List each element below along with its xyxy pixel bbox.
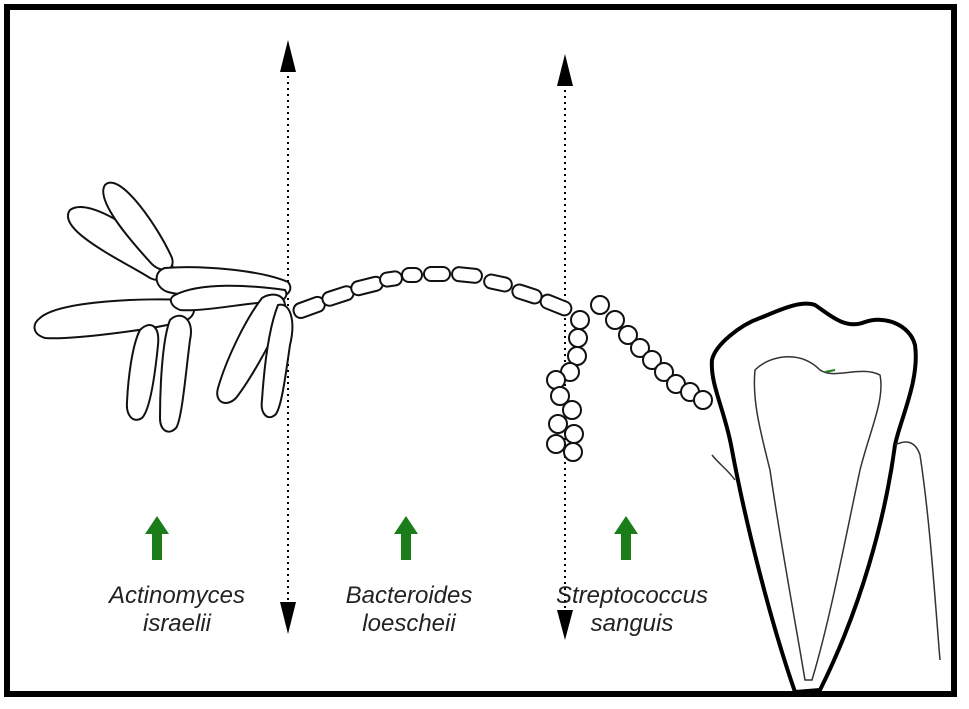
tooth-illustration (712, 304, 940, 692)
label-line1: Actinomyces (77, 582, 277, 610)
label-bacteroides: Bacteroides loescheii (309, 582, 509, 638)
dotted-arrow-right (557, 54, 573, 640)
label-line1: Streptococcus (532, 582, 732, 610)
label-line2: loescheii (309, 610, 509, 638)
bacteroides-chain (292, 266, 574, 320)
green-up-arrow-icon (614, 516, 638, 560)
actinomyces-filaments (35, 183, 293, 432)
green-up-arrow-icon (145, 516, 169, 560)
label-streptococcus: Streptococcus sanguis (532, 582, 732, 638)
arrowhead-up-icon (557, 54, 573, 86)
label-line1: Bacteroides (309, 582, 509, 610)
arrowhead-down-icon (280, 602, 296, 634)
label-actinomyces: Actinomyces israelii (77, 582, 277, 638)
arrowhead-up-icon (280, 40, 296, 72)
label-line2: sanguis (532, 610, 732, 638)
label-line2: israelii (77, 610, 277, 638)
green-up-arrow-icon (394, 516, 418, 560)
streptococcus-chains (547, 296, 712, 461)
